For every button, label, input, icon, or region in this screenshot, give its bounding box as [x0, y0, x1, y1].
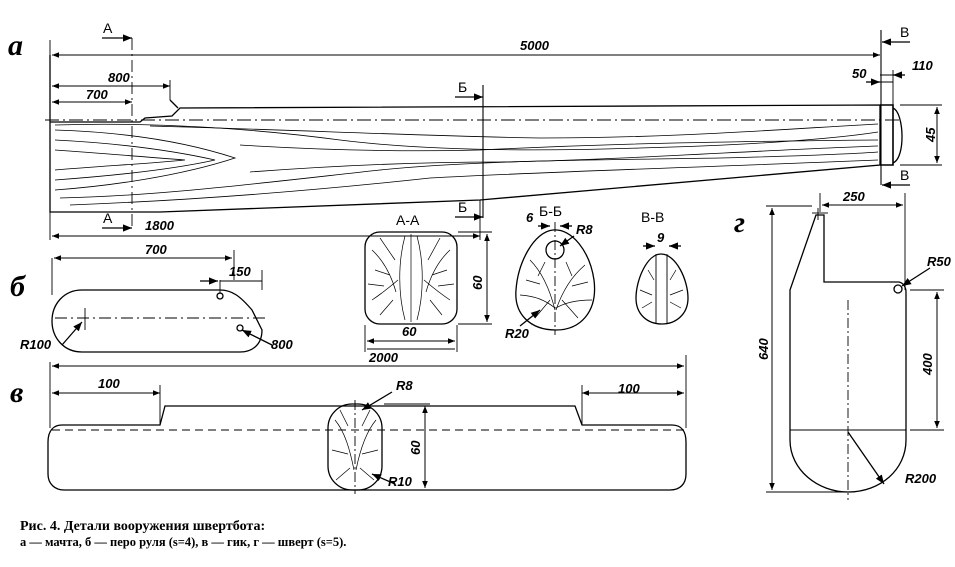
section-aa-width-label: 60	[402, 324, 417, 339]
rudder-outline	[51, 289, 263, 353]
rudder-hole-label: 800	[271, 337, 293, 352]
rudder-radius-label: R100	[20, 337, 52, 352]
rudder-dim-150-label: 150	[229, 264, 251, 279]
section-bb	[515, 222, 596, 335]
boom-dim-left-label: 100	[98, 376, 120, 391]
mast-dim-800-label: 800	[108, 70, 130, 85]
rudder-drawing	[51, 250, 273, 353]
caption-title: Рис. 4. Детали вооружения швертбота:	[20, 519, 266, 534]
centerboard-dim-400-label: 400	[920, 353, 935, 376]
rudder-length-label: 700	[145, 242, 167, 257]
section-a-marker-bottom: А	[103, 210, 113, 226]
part-label-mast: а	[8, 29, 23, 62]
section-vv	[635, 242, 689, 325]
figure-caption: Рис. 4. Детали вооружения швертбота: а —…	[20, 519, 920, 550]
mast-length-label: 5000	[520, 38, 550, 53]
section-bb-outline	[515, 229, 596, 331]
mast-dim-50-label: 50	[852, 66, 867, 81]
section-vv-outline	[635, 253, 689, 325]
centerboard-height-label: 640	[756, 338, 771, 360]
section-aa	[364, 231, 492, 352]
mast-head	[880, 104, 894, 166]
mast-drawing	[45, 30, 942, 240]
mast-wood-grain	[54, 123, 879, 206]
section-vv-title: В-В	[641, 209, 664, 225]
boom-height-label: 60	[408, 440, 423, 455]
mast-dim-700-label: 700	[86, 87, 108, 102]
section-bb-r20-label: R20	[505, 326, 530, 341]
section-bb-title: Б-Б	[539, 203, 562, 219]
centerboard-drawing	[766, 193, 944, 500]
section-aa-outline	[364, 231, 458, 325]
section-aa-height-label: 60	[470, 275, 485, 290]
section-v-marker-bottom: В	[900, 167, 909, 183]
section-a-marker-top: А	[103, 20, 113, 36]
section-aa-under-label: 2000	[368, 350, 399, 365]
section-b-marker-top: Б	[458, 79, 467, 95]
part-label-rudder: б	[10, 270, 26, 303]
caption-subtitle: а — мачта, б — перо руля (s=4), в — гик,…	[20, 535, 347, 549]
section-b-marker-bottom: Б	[458, 199, 467, 215]
section-bb-dim-label: 6	[526, 210, 534, 225]
centerboard-dim-250-label: 250	[842, 189, 865, 204]
mast-dim-1800-label: 1800	[145, 218, 175, 233]
section-bb-r8-label: R8	[576, 222, 593, 237]
mast-dim-110-label: 110	[912, 58, 933, 73]
boom-r8-label: R8	[396, 378, 413, 393]
boom-outline	[47, 405, 687, 491]
boom-drawing	[47, 355, 687, 494]
section-vv-dim-label: 9	[657, 230, 665, 245]
boom-dim-right-label: 100	[618, 381, 640, 396]
centerboard-r50-label: R50	[927, 254, 952, 269]
section-v-marker-top: В	[900, 24, 909, 40]
part-label-boom: в	[10, 376, 23, 409]
part-label-centerboard: г	[734, 206, 745, 239]
mast-dim-45-label: 45	[923, 127, 938, 143]
section-aa-title: А-А	[396, 212, 420, 228]
centerboard-r200-label: R200	[905, 471, 937, 486]
boom-r10-label: R10	[388, 474, 413, 489]
